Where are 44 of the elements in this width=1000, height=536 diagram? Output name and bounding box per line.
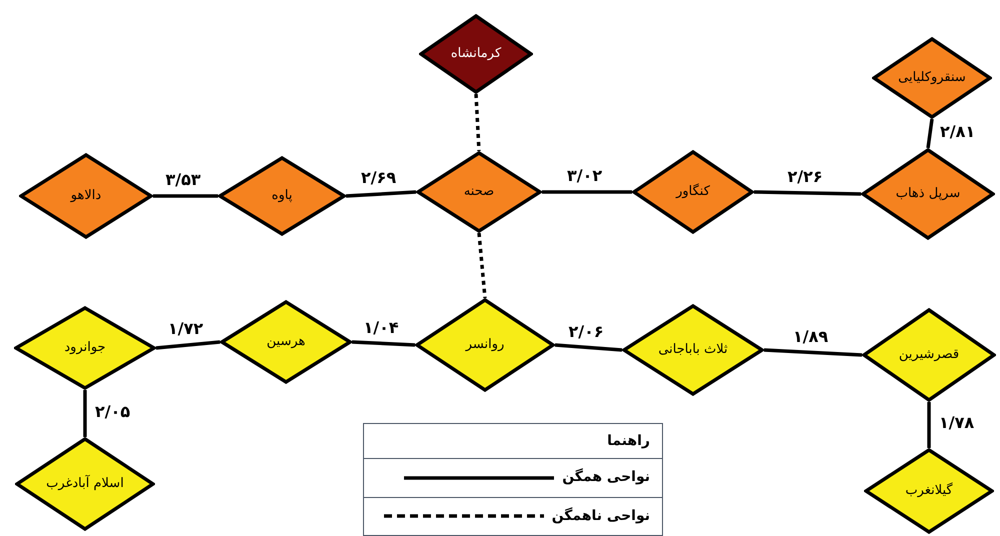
connector-line [764,348,862,357]
connector-line [926,118,934,148]
region-name: اسلام آبادغرب [46,476,124,492]
region-name: ثلاث باباجانی [658,342,728,358]
region-diamond [415,298,555,392]
region-diamond [416,151,542,233]
region-name: گیلانغرب [905,483,953,499]
region-diamond [218,156,346,236]
connector-line [754,190,862,196]
connector-line [352,340,416,347]
connector-line [346,190,416,198]
region-name: روانسر [466,337,504,353]
region-name: سنقروکلیایی [898,70,966,86]
region-name: هرسین [266,334,306,350]
region-name: جوانرود [64,340,106,356]
dashed-connector [474,94,481,152]
connector-line [554,343,622,352]
legend-text: نواحی ناهمگن [552,506,650,526]
connector-line [542,190,632,194]
dashed-connector [477,232,487,298]
region-diamond [862,308,996,402]
region-name: قصرشیرین [898,347,960,363]
region-name: کنگاور [676,184,710,200]
region-diamond [15,437,155,531]
region-diamond [872,37,992,119]
region-name: کرمانشاه [450,46,502,62]
region-diamond [861,148,995,240]
region-diamond [220,300,352,384]
region-name: پاوه [272,188,292,204]
connector-line [156,340,220,350]
region-diamond [622,304,764,396]
region-name: دالاهو [70,188,102,204]
region-diamond [19,153,153,239]
connector-line [927,402,931,448]
legend-text: نواحی همگن [562,467,650,488]
connector-line [153,194,218,198]
region-name: سرپل ذهاب [896,186,960,202]
connector-line [83,390,87,437]
legend-title: راهنما [607,432,650,450]
region-diamond [14,306,156,390]
region-name: صحنه [464,184,494,200]
region-diamond [632,150,754,234]
region-diamond [419,14,533,94]
region-diamond [864,448,994,534]
